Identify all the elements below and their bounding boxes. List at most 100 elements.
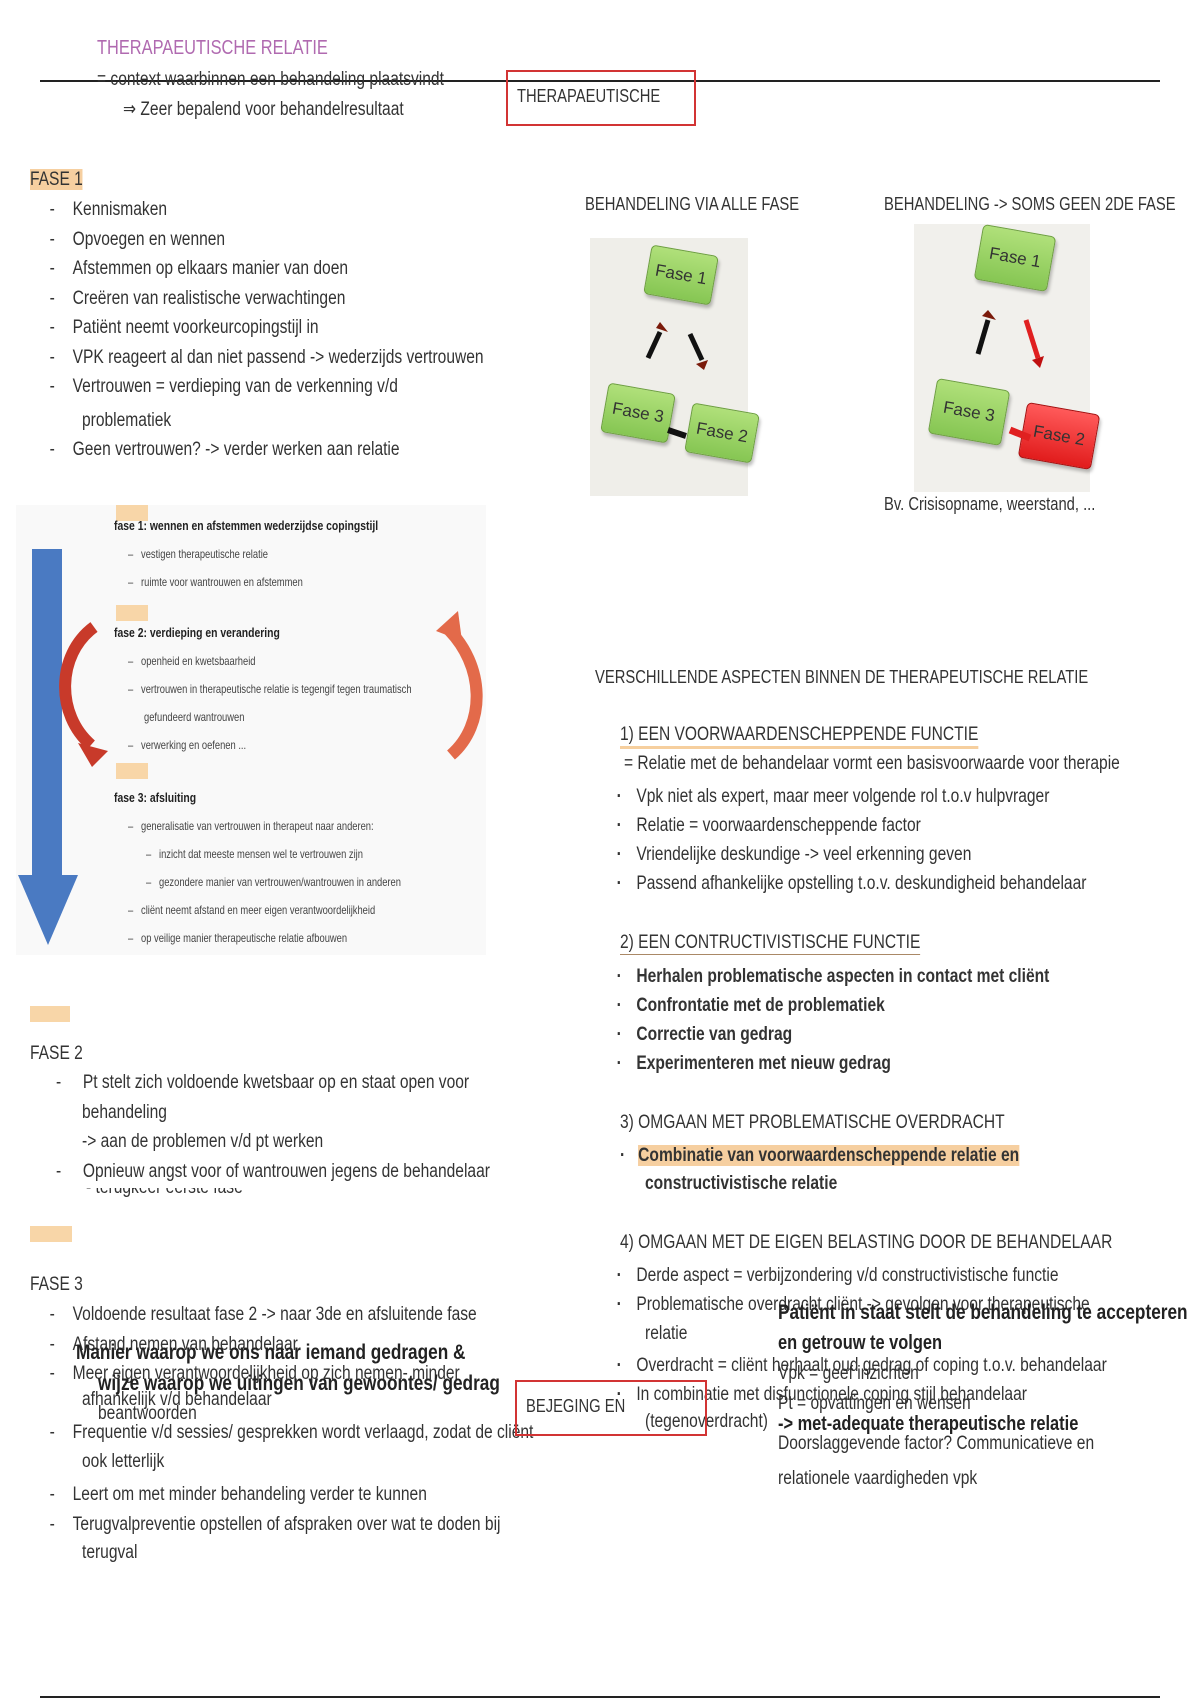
fase3-list-tail: Leert om met minder behandeling verder t… bbox=[30, 1480, 604, 1539]
phase3-item: – op veilige manier therapeutische relat… bbox=[128, 931, 348, 945]
fase1-heading: FASE 1 bbox=[30, 169, 83, 190]
aspect2-heading: 2) EEN CONTRUCTIVISTISCHE FUNCTIE bbox=[620, 932, 921, 955]
overlay-right-line: Pt = opvattingen en wensen bbox=[778, 1393, 971, 1414]
list-item-continuation: problematiek bbox=[82, 410, 172, 431]
top-divider bbox=[40, 80, 1160, 82]
list-item: Vriendelijke deskundige -> veel erkennin… bbox=[615, 840, 1086, 869]
aspect1-heading: 1) EEN VOORWAARDENSCHEPPENDE FUNCTIE bbox=[620, 724, 979, 749]
list-item: Confrontatie met de problematiek bbox=[615, 991, 1049, 1020]
list-item: Creëren van realistische verwachtingen bbox=[30, 284, 484, 314]
highlight-mark bbox=[116, 605, 148, 621]
overlay-boxed-label: BEJEGING EN bbox=[526, 1396, 626, 1416]
aspect1-list: Vpk niet als expert, maar meer volgende … bbox=[615, 782, 1190, 898]
diagram-left-title: BEHANDELING VIA ALLE FASE bbox=[585, 194, 800, 214]
list-item: Afstemmen op elkaars manier van doen bbox=[30, 254, 484, 284]
list-item: Vpk niet als expert, maar meer volgende … bbox=[615, 782, 1086, 811]
phase2-item: – openheid en kwetsbaarheid bbox=[128, 654, 256, 668]
fase2-item-cont: -> aan de problemen v/d pt werken bbox=[82, 1131, 324, 1152]
fase1-list: Kennismaken Opvoegen en wennen Afstemmen… bbox=[30, 195, 583, 402]
aspect3-item: · Combinatie van voorwaardenscheppende r… bbox=[620, 1145, 1020, 1166]
cycle-diagram-skip-phase2: Fase 1 Fase 3 Fase 2 bbox=[914, 224, 1101, 492]
phase1-heading: fase 1: wennen en afstemmen wederzijdse … bbox=[114, 518, 379, 533]
header-definition: = context waarbinnen een behandeling pla… bbox=[97, 69, 444, 90]
aspect4-list-tail: Overdracht = cliënt herhaalt oud gedrag … bbox=[615, 1351, 1200, 1409]
phase3-subitem: – gezondere manier van vertrouwen/wantro… bbox=[146, 875, 401, 889]
phase3-item: – generalisatie van vertrouwen in therap… bbox=[128, 819, 374, 833]
phase2-item: – verwerking en oefenen ... bbox=[128, 738, 247, 752]
list-item: Experimenteren met nieuw gedrag bbox=[615, 1049, 1049, 1078]
list-item: Patiënt neemt voorkeurcopingstijl in bbox=[30, 313, 484, 343]
list-item: Derde aspect = verbijzondering v/d const… bbox=[615, 1261, 1090, 1290]
aspect1-definition: = Relatie met de behandelaar vormt een b… bbox=[624, 753, 1120, 774]
list-item: Herhalen problematische aspecten in cont… bbox=[615, 962, 1050, 991]
list-item: Opvoegen en wennen bbox=[30, 225, 484, 255]
highlight-mark bbox=[30, 1006, 70, 1022]
aspect3-item-cont: constructivistische relatie bbox=[645, 1173, 838, 1194]
phase2-heading: fase 2: verdieping en verandering bbox=[114, 625, 280, 640]
fase2-item-cont: behandeling bbox=[82, 1102, 167, 1123]
list-item: Relatie = voorwaardenscheppende factor bbox=[615, 811, 1086, 840]
list-item: Terugvalpreventie opstellen of afspraken… bbox=[30, 1510, 501, 1540]
overlay-left-line: beantwoorden bbox=[98, 1403, 197, 1424]
list-item: Meer eigen verantwoordelijkheid op zich … bbox=[30, 1359, 477, 1389]
header-subline: ⇒ Zeer bepalend voor behandelresultaat bbox=[123, 99, 404, 120]
clipped-line: - terugkeer eerste fase bbox=[56, 1188, 496, 1198]
fase3-list-mid: Frequentie v/d sessies/ gesprekken wordt… bbox=[30, 1418, 644, 1448]
list-item: Geen vertrouwen? -> verder werken aan re… bbox=[30, 435, 400, 465]
overlay-right-line: Vpk = geef inzichten bbox=[778, 1363, 919, 1384]
highlight-mark bbox=[30, 1226, 72, 1242]
overlay-left-line: wijze waarop we uitingen van gewoontes/ … bbox=[98, 1372, 500, 1395]
list-item: VPK reageert al dan niet passend -> wede… bbox=[30, 343, 484, 373]
list-item: Frequentie v/d sessies/ gesprekken wordt… bbox=[30, 1418, 534, 1448]
list-item: Vertrouwen = verdieping van de verkennin… bbox=[30, 372, 484, 402]
phase3-subitem: – inzicht dat meeste mensen wel te vertr… bbox=[146, 847, 363, 861]
cycle-diagram-all-phases: Fase 1 Fase 3 Fase 2 bbox=[590, 238, 760, 496]
bottom-divider bbox=[40, 1696, 1160, 1698]
list-item: Passend afhankelijke opstelling t.o.v. d… bbox=[615, 869, 1087, 898]
list-item: Correctie van gedrag bbox=[615, 1020, 1049, 1049]
overlay-right-line: relationele vaardigheden vpk bbox=[778, 1468, 978, 1489]
highlight-mark bbox=[116, 505, 148, 521]
overlay-left-line: Manier waarop we ons naar iemand gedrage… bbox=[76, 1341, 466, 1364]
list-item: Overdracht = cliënt herhaalt oud gedrag … bbox=[615, 1351, 1107, 1380]
phase3-heading: fase 3: afsluiting bbox=[114, 790, 197, 805]
fase2-item: - Pt stelt zich voldoende kwetsbaar op e… bbox=[56, 1072, 470, 1093]
list-item: Voldoende resultaat fase 2 -> naar 3de e… bbox=[30, 1300, 477, 1330]
page-title: THERAPAEUTISCHE RELATIE bbox=[97, 37, 328, 59]
phase3-item: – cliënt neemt afstand en meer eigen ver… bbox=[128, 903, 376, 917]
phase1-item: – ruimte voor wantrouwen en afstemmen bbox=[128, 575, 303, 589]
fase2-item: - Opnieuw angst voor of wantrouwen jegen… bbox=[56, 1161, 490, 1182]
list-item: Leert om met minder behandeling verder t… bbox=[30, 1480, 501, 1510]
diagram-right-title: BEHANDELING -> SOMS GEEN 2DE FASE bbox=[884, 194, 1176, 214]
highlight-mark bbox=[116, 763, 148, 779]
list-item: In combinatie met disfunctionele coping … bbox=[615, 1380, 1107, 1409]
aspect2-list: Herhalen problematische aspecten in cont… bbox=[615, 962, 1145, 1078]
list-item: Kennismaken bbox=[30, 195, 484, 225]
overlay-right-line: Patiënt in staat stelt de behandeling te… bbox=[778, 1301, 1188, 1324]
phase2-item: – vertrouwen in therapeutische relatie i… bbox=[128, 682, 412, 696]
list-item: Problematische overdracht cliënt -> gevo… bbox=[615, 1290, 1090, 1319]
list-item-continuation: terugval bbox=[82, 1542, 138, 1563]
overlay-right-line: Doorslaggevende factor? Communicatieve e… bbox=[778, 1433, 1095, 1454]
phase2-item-cont: gefundeerd wantrouwen bbox=[144, 710, 245, 724]
aspect3-heading: 3) OMGAAN MET PROBLEMATISCHE OVERDRACHT bbox=[620, 1112, 1005, 1133]
overlay-right-line: -> met-adequate therapeutische relatie bbox=[778, 1413, 1079, 1435]
fase3-list: Voldoende resultaat fase 2 -> naar 3de e… bbox=[30, 1300, 575, 1389]
header-boxed-label: THERAPAEUTISCHE bbox=[517, 86, 661, 106]
cycle-arrows bbox=[645, 322, 708, 439]
header-boxed-frame bbox=[506, 70, 696, 126]
overlay-right-line: en getrouw te volgen bbox=[778, 1332, 943, 1354]
list-item: Afstand nemen van behandelaar bbox=[30, 1330, 477, 1360]
diagram-right-caption: Bv. Crisisopname, weerstand, ... bbox=[884, 494, 1096, 514]
list-item-continuation: ook letterlijk bbox=[82, 1451, 165, 1472]
fase1-list-tail: Geen vertrouwen? -> verder werken aan re… bbox=[30, 435, 481, 465]
aspects-title: VERSCHILLENDE ASPECTEN BINNEN DE THERAPE… bbox=[595, 667, 1089, 687]
aspect4-heading: 4) OMGAAN MET DE EIGEN BELASTING DOOR DE… bbox=[620, 1232, 1113, 1253]
phase-arrows bbox=[18, 549, 483, 945]
fase2-heading: FASE 2 bbox=[30, 1043, 83, 1064]
list-item-continuation: afhankelijk v/d behandelaar bbox=[82, 1389, 272, 1410]
list-item-continuation: relatie bbox=[645, 1323, 688, 1344]
overlay-boxed-frame bbox=[515, 1380, 707, 1436]
cycle-arrows bbox=[975, 310, 1044, 442]
phase1-item: – vestigen therapeutische relatie bbox=[128, 547, 268, 561]
